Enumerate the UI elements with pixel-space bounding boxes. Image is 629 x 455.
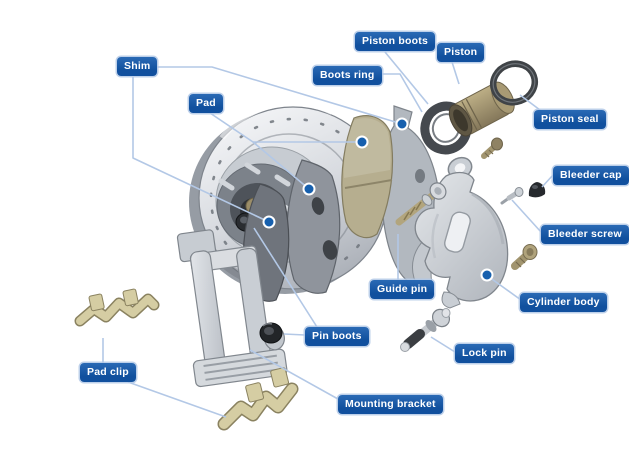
bolt-lower — [511, 244, 538, 270]
label-cylinder-body: Cylinder body — [520, 293, 607, 312]
leader-lock-pin — [430, 336, 456, 353]
guide-pin-part — [395, 182, 447, 226]
label-boots-ring: Boots ring — [313, 66, 382, 85]
label-lock-pin: Lock pin — [455, 344, 514, 363]
leader-bleeder-screw — [511, 199, 542, 233]
rotor-highlight — [219, 100, 334, 140]
leader-piston — [451, 61, 460, 85]
callout-dot-shim-inner — [262, 215, 276, 229]
leader-mounting-bracket — [249, 349, 339, 400]
label-piston: Piston — [437, 43, 485, 62]
leader-cylinder-body — [488, 276, 522, 301]
label-pad-clip: Pad clip — [80, 363, 136, 382]
label-mounting-bracket: Mounting bracket — [338, 395, 443, 414]
leader-piston-seal — [519, 94, 541, 111]
label-guide-pin: Guide pin — [370, 280, 435, 299]
inner-pad — [286, 159, 341, 294]
leader-pin-boots-a — [283, 333, 306, 336]
leader-shim-inner — [132, 77, 270, 223]
callout-dot-pad-outer — [355, 135, 369, 149]
label-bleeder-cap: Bleeder cap — [553, 166, 629, 185]
leader-piston-boots — [384, 51, 429, 105]
pad-clip-lower — [217, 367, 299, 431]
leader-pin-boots-b — [253, 227, 318, 328]
leader-bleeder-cap — [541, 174, 554, 188]
lock-pin-part — [400, 308, 451, 352]
label-shim: Shim — [117, 57, 158, 76]
callout-dot-cylinder-body — [480, 268, 494, 282]
piston-seal-part — [489, 60, 539, 106]
label-piston-seal: Piston seal — [534, 110, 606, 129]
label-piston-boots: Piston boots — [355, 32, 435, 51]
leader-pad-clip-b — [127, 381, 227, 418]
bleeder-cap-part — [528, 182, 546, 198]
callout-dot-pad-inner — [302, 182, 316, 196]
label-bleeder-screw: Bleeder screw — [541, 225, 629, 244]
callout-dot-shim-outer — [395, 117, 409, 131]
bolt-upper — [481, 137, 503, 159]
callout-dots — [262, 117, 494, 282]
leader-lines — [102, 51, 554, 418]
bleeder-screw-part — [500, 187, 524, 205]
label-pin-boots: Pin boots — [305, 327, 369, 346]
outer-pad — [341, 115, 394, 239]
piston-part — [448, 81, 515, 137]
leader-shim-outer — [152, 66, 403, 125]
label-pad: Pad — [189, 94, 223, 113]
pad-clip-upper — [74, 288, 160, 327]
leader-boots-ring — [375, 73, 423, 113]
pin-boot-part — [259, 322, 283, 344]
